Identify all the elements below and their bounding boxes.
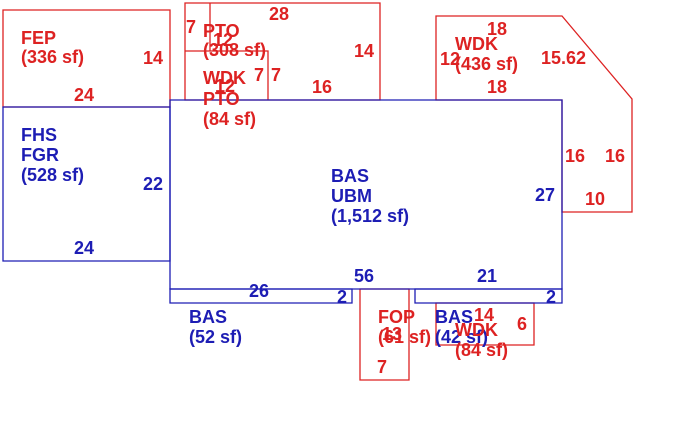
wdk-bottom-code: WDK bbox=[455, 320, 498, 340]
bas-ubm-code1: BAS bbox=[331, 166, 369, 186]
bas-small-left-area: (52 sf) bbox=[189, 327, 242, 347]
wdk-right-code: WDK bbox=[455, 34, 498, 54]
dim-wdk-diag: 15.62 bbox=[541, 48, 586, 68]
dim-fhs-bottom: 24 bbox=[74, 238, 94, 258]
pto-code: PTO bbox=[203, 21, 240, 41]
pto-area: (308 sf) bbox=[203, 40, 266, 60]
bas-right-outline bbox=[414, 288, 563, 304]
wdk-right-area: (436 sf) bbox=[455, 54, 518, 74]
dim-fep-right: 14 bbox=[143, 48, 163, 68]
bas-small-left-code: BAS bbox=[189, 307, 227, 327]
dim-wdk-right-outer: 16 bbox=[605, 146, 625, 166]
bas-small-right-code: BAS bbox=[435, 307, 473, 327]
wdk-pto-code2: PTO bbox=[203, 89, 240, 109]
dim-wdk-left: 12 bbox=[440, 49, 460, 69]
wdk-pto-area: (84 sf) bbox=[203, 109, 256, 129]
wdk-pto-code1: WDK bbox=[203, 68, 246, 88]
dim-bas-bottom-right: 21 bbox=[477, 266, 497, 286]
dim-wdkb-right: 6 bbox=[517, 314, 527, 334]
wdk-pto-outline bbox=[185, 50, 269, 100]
dim-wdk-bottom: 18 bbox=[487, 77, 507, 97]
dim-fop-top: 13 bbox=[382, 324, 402, 344]
dim-pto-right: 14 bbox=[354, 41, 374, 61]
fhs-code1: FHS bbox=[21, 125, 57, 145]
fop-area: (61 sf) bbox=[378, 327, 431, 347]
bas-left-outline bbox=[169, 288, 353, 304]
dim-wdk-right-bottom: 10 bbox=[585, 189, 605, 209]
dim-basl-right: 2 bbox=[337, 287, 347, 307]
dim-basr-right: 2 bbox=[546, 287, 556, 307]
dim-fop-bottom: 7 bbox=[377, 357, 387, 377]
fop-code: FOP bbox=[378, 307, 415, 327]
bas-small-right-area: (42 sf) bbox=[435, 327, 488, 347]
fhs-area: (528 sf) bbox=[21, 165, 84, 185]
dim-pto-top: 28 bbox=[269, 4, 289, 24]
bas-ubm-area: (1,512 sf) bbox=[331, 206, 409, 226]
dim-bas-right: 27 bbox=[535, 185, 555, 205]
fhs-code2: FGR bbox=[21, 145, 59, 165]
dim-fep-bottom: 24 bbox=[74, 85, 94, 105]
dim-wdk-pto-b: 7 bbox=[271, 65, 281, 85]
wdk-bottom-area: (84 sf) bbox=[455, 340, 508, 360]
dim-wdk-right-inner: 16 bbox=[565, 146, 585, 166]
dim-bas-bottom: 56 bbox=[354, 266, 374, 286]
dim-wdk-pto-side: 12 bbox=[215, 76, 235, 96]
bas-ubm-code2: UBM bbox=[331, 186, 372, 206]
dim-fhs-right: 22 bbox=[143, 174, 163, 194]
fep-code: FEP bbox=[21, 28, 56, 48]
dim-pto-left: 7 bbox=[186, 17, 196, 37]
dim-wdk-pto-a: 7 bbox=[254, 65, 264, 85]
dim-basl-top: 26 bbox=[249, 281, 269, 301]
dim-pto-inner: 12 bbox=[213, 30, 233, 50]
dim-wdkb-top: 14 bbox=[474, 305, 494, 325]
dim-pto-bottom: 16 bbox=[312, 77, 332, 97]
dim-wdk-top: 18 bbox=[487, 19, 507, 39]
fep-area: (336 sf) bbox=[21, 47, 84, 67]
